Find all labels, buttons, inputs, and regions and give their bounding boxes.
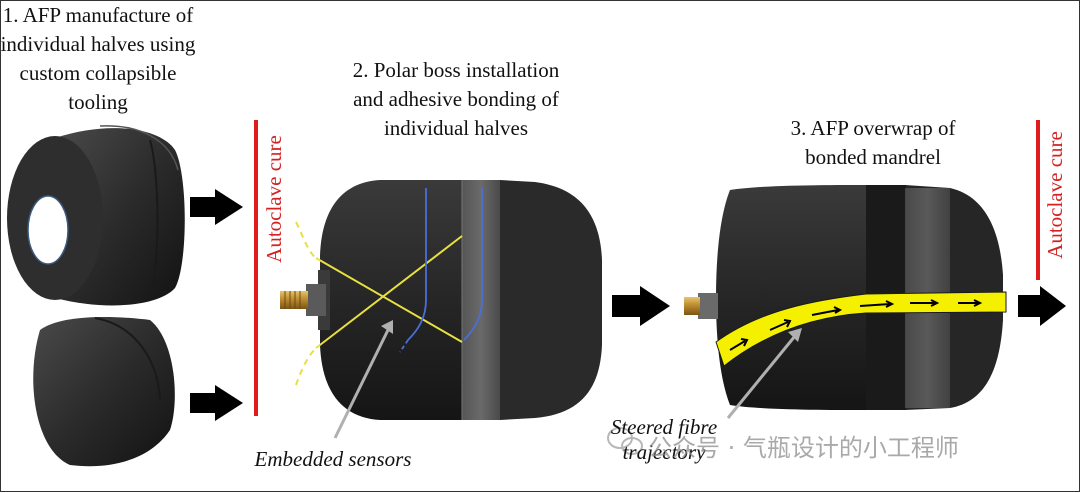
step3-label: 3. AFP overwrap of bonded mandrel	[790, 116, 956, 169]
vessel-overwrapped	[684, 185, 1007, 410]
arrow-right-3	[612, 286, 670, 326]
sensors-annotation: Embedded sensors	[254, 447, 412, 471]
step1-label: 1. AFP manufacture of individual halves …	[0, 3, 196, 114]
sensors-pointer	[333, 320, 393, 439]
vessel-half-top	[7, 125, 185, 306]
fibre-pointer	[726, 328, 802, 419]
arrow-right-4	[1018, 286, 1066, 326]
wechat-icon	[607, 427, 643, 455]
arrow-right-1	[190, 189, 243, 225]
cure-label-right: Autoclave cure	[1043, 131, 1067, 259]
fibre-annotation: Steered fibre trajectory	[610, 415, 718, 464]
arrow-right-2	[190, 385, 243, 421]
cure-label-left: Autoclave cure	[262, 135, 286, 263]
vessel-half-bottom	[33, 317, 175, 467]
watermark-text: 公众号 · 气瓶设计的小工程师	[648, 434, 959, 462]
vessel-bonded	[280, 180, 602, 420]
step2-label: 2. Polar boss installation and adhesive …	[352, 58, 560, 140]
embedded-sensors	[295, 188, 483, 386]
